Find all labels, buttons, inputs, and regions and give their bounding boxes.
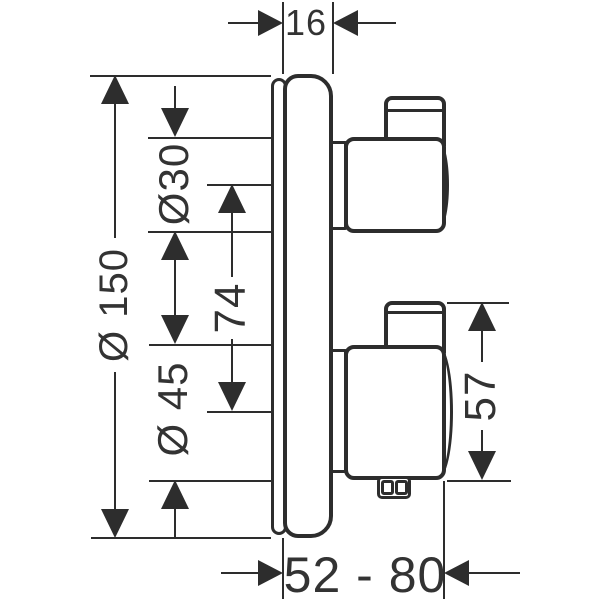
- lower-handle-grip-line: [387, 311, 443, 314]
- arrow-up-icon: [101, 75, 129, 104]
- dim-stem: [114, 372, 116, 509]
- ext-line-plate-back: [282, 2, 284, 74]
- arrow-right-icon: [258, 10, 283, 36]
- dim-stem: [481, 430, 483, 451]
- dim-stem: [231, 213, 233, 277]
- plate-diameter-label: Ø 150: [92, 248, 136, 362]
- arrow-up-icon: [218, 184, 246, 213]
- ext-line-lower-body-bottom-right: [447, 480, 511, 482]
- dim-stem: [231, 339, 233, 383]
- ext-line-depth-right: [443, 481, 445, 599]
- arrow-left-icon: [444, 560, 469, 586]
- ext-line-upper-knob-bottom: [148, 231, 271, 233]
- escutcheon-plate: [283, 74, 333, 538]
- dim-stem: [174, 86, 176, 108]
- arrow-up-icon: [161, 480, 189, 509]
- lower-knob-diameter-label: Ø 45: [149, 361, 196, 457]
- upper-handle-grip-line: [387, 109, 443, 112]
- arrow-down-icon: [161, 315, 189, 344]
- arrow-left-icon: [333, 10, 358, 36]
- lower-handle-clip-detail-left: [381, 480, 394, 495]
- dim-stem: [469, 572, 520, 574]
- ext-line-upper-knob-top: [148, 137, 271, 139]
- arrow-down-icon: [101, 509, 129, 538]
- handle-spacing-label: 74: [206, 282, 255, 334]
- ext-line-depth-left: [282, 538, 284, 599]
- ext-line-plate-bottom: [91, 537, 271, 539]
- dim-stem: [221, 572, 258, 574]
- arrow-up-icon: [468, 302, 496, 331]
- lower-handle-clip-detail-right: [395, 480, 408, 495]
- ext-line-plate-top: [90, 75, 271, 77]
- dim-stem: [481, 331, 483, 362]
- arrow-down-icon: [468, 451, 496, 480]
- lower-handle-grip: [384, 301, 446, 353]
- arrow-down-icon: [161, 108, 189, 137]
- dim-stem: [358, 22, 396, 24]
- arrow-right-icon: [258, 560, 283, 586]
- dim-stem: [174, 509, 176, 537]
- upper-knob-diameter-label: Ø30: [150, 142, 197, 226]
- ext-line-plate-front: [332, 2, 334, 74]
- lower-handle-body: [344, 345, 446, 480]
- arrow-down-icon: [218, 382, 246, 411]
- ext-line-lower-knob-top: [149, 344, 271, 346]
- installation-depth-label: 52 - 80: [283, 547, 447, 600]
- lower-handle-height-label: 57: [456, 370, 505, 422]
- dim-stem: [174, 260, 176, 315]
- dim-stem: [228, 22, 258, 24]
- upper-handle-body: [344, 137, 446, 233]
- ext-line-lower-knob-bottom: [149, 480, 271, 482]
- plate-depth-label: 16: [284, 2, 328, 43]
- dim-stem: [114, 104, 116, 238]
- arrow-up-icon: [161, 231, 189, 260]
- ext-line-lower-centerline: [207, 411, 271, 413]
